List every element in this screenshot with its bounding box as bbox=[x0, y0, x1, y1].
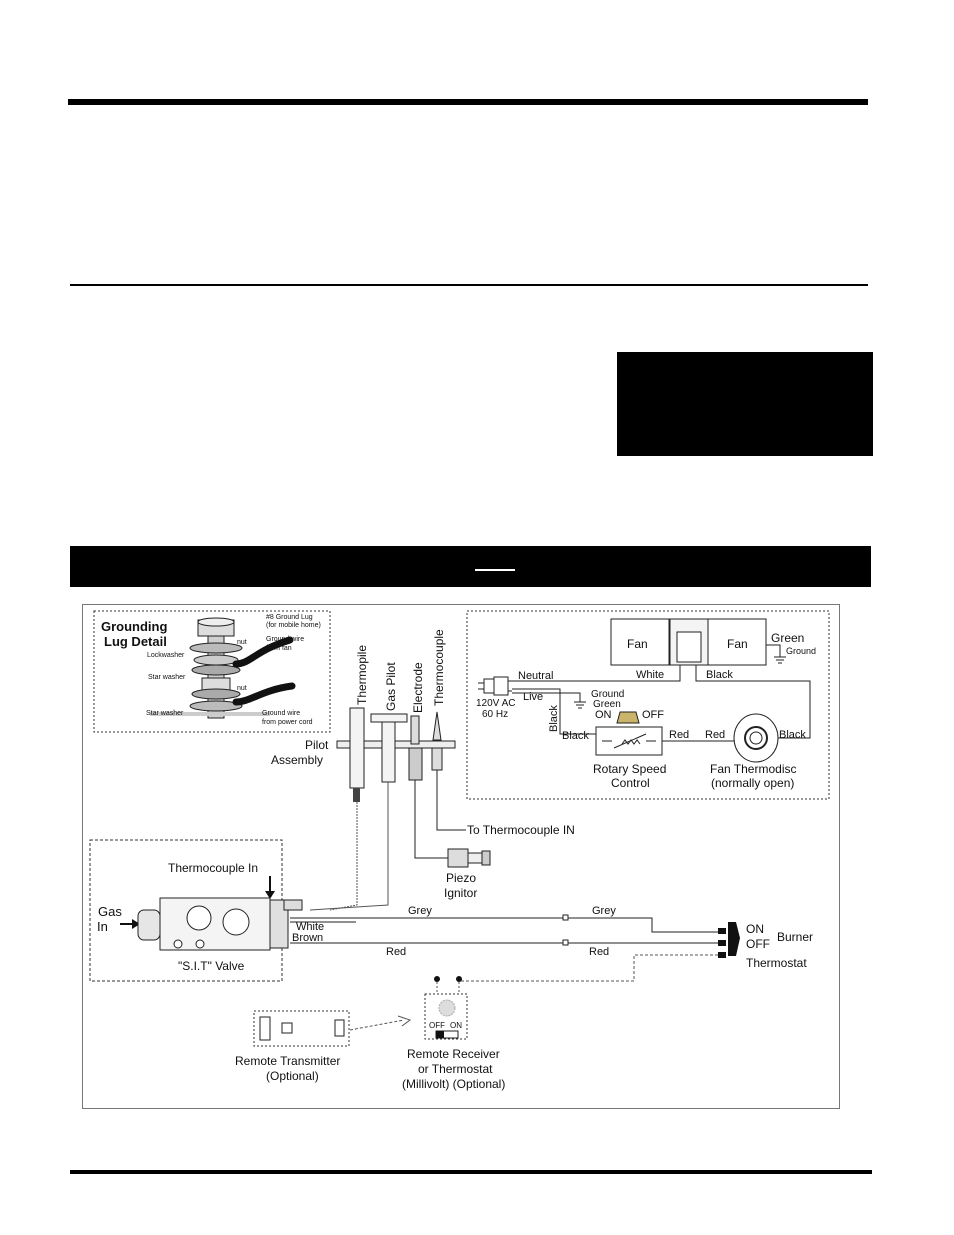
black-notice-box bbox=[617, 352, 873, 456]
piezo-label-1: Piezo bbox=[446, 871, 476, 885]
fan-thermodisc-icon bbox=[733, 713, 779, 763]
receiver-label-2: or Thermostat bbox=[418, 1062, 493, 1076]
heading-underline bbox=[475, 569, 515, 571]
power-plug-icon bbox=[478, 676, 512, 696]
nut-label-1: nut bbox=[237, 639, 247, 646]
rotary-label-2: Control bbox=[611, 776, 650, 790]
valve-brown-label: Brown bbox=[292, 932, 323, 944]
white-label: White bbox=[636, 669, 664, 681]
pilot-assembly-label-2: Assembly bbox=[271, 753, 323, 767]
receiver-label-1: Remote Receiver bbox=[407, 1047, 500, 1061]
live-label: Live bbox=[523, 691, 543, 703]
gas-in-label-2: In bbox=[97, 919, 108, 934]
power-label-2: 60 Hz bbox=[482, 709, 508, 720]
rotary-label-1: Rotary Speed bbox=[593, 762, 666, 776]
wire-fan-label-2: from fan bbox=[266, 645, 292, 652]
valve-white-label: White bbox=[296, 921, 324, 933]
thermodisc-label-1: Fan Thermodisc bbox=[710, 762, 796, 776]
ground-lug-icon bbox=[150, 617, 296, 719]
lockwasher-label: Lockwasher bbox=[147, 652, 185, 659]
ground-green-label-2: Green bbox=[593, 699, 621, 710]
receiver-label-3: (Millivolt) (Optional) bbox=[402, 1077, 505, 1091]
rotary-speed-control-icon bbox=[595, 711, 663, 756]
remote-section: Remote Transmitter (Optional) OFF ON Rem… bbox=[235, 976, 505, 1091]
grounding-title-1: Grounding bbox=[101, 619, 167, 634]
grey-label-2: Grey bbox=[592, 905, 616, 917]
red-label-1: Red bbox=[669, 729, 689, 741]
receiver-off-label: OFF bbox=[429, 1021, 445, 1030]
top-heavy-rule bbox=[68, 99, 868, 105]
fan-left-label: Fan bbox=[627, 637, 648, 651]
switch-off-label: OFF bbox=[642, 709, 664, 721]
gas-pilot-label: Gas Pilot bbox=[384, 662, 398, 711]
grounding-title-2: Lug Detail bbox=[104, 634, 167, 649]
green-label: Green bbox=[771, 631, 804, 645]
piezo-label-2: Ignitor bbox=[444, 886, 477, 900]
grey-label-1: Grey bbox=[408, 905, 432, 917]
neutral-label: Neutral bbox=[518, 670, 553, 682]
wire-cord-label-2: from power cord bbox=[262, 719, 313, 726]
thermocouple-label: Thermocouple bbox=[432, 629, 446, 706]
thermostat-off-label: OFF bbox=[746, 937, 770, 951]
pilot-assembly-label-1: Pilot bbox=[305, 738, 329, 752]
red-label-2: Red bbox=[705, 729, 725, 741]
black-top-label: Black bbox=[706, 669, 733, 681]
transmitter-label-1: Remote Transmitter bbox=[235, 1054, 340, 1068]
red-label-a: Red bbox=[386, 946, 406, 958]
black-vertical-label: Black bbox=[548, 705, 560, 732]
burner-label: Burner bbox=[777, 930, 813, 944]
valve-body-icon bbox=[137, 897, 303, 951]
sit-valve: Thermocouple In Gas In White Brown "S.I.… bbox=[89, 839, 718, 982]
fan-circuit: Fan Fan Green Ground Neutral White Black… bbox=[466, 610, 830, 800]
red-label-b: Red bbox=[589, 946, 609, 958]
receiver-on-label: ON bbox=[450, 1021, 462, 1030]
grounding-lug-detail: Grounding Lug Detail nut nut Lockwasher … bbox=[93, 610, 331, 733]
nut-label-2: nut bbox=[237, 685, 247, 692]
to-thermocouple-in-label: To Thermocouple IN bbox=[467, 823, 575, 837]
remote-transmitter-icon bbox=[259, 1016, 345, 1041]
valve-name-label: "S.I.T" Valve bbox=[178, 959, 245, 973]
piezo-ignitor-icon bbox=[447, 848, 491, 868]
fan-right-label: Fan bbox=[727, 637, 748, 651]
thermostat-on-label: ON bbox=[746, 922, 764, 936]
wire-fan-label-1: Ground wire bbox=[266, 636, 304, 643]
thin-rule bbox=[70, 284, 868, 286]
thermocouple-in-label: Thermocouple In bbox=[168, 861, 258, 875]
electrode-label: Electrode bbox=[411, 662, 425, 713]
lug-label-2: (for mobile home) bbox=[266, 622, 321, 629]
pilot-assembly: Thermopile Gas Pilot Electrode Thermocou… bbox=[271, 629, 575, 911]
thermopile-label: Thermopile bbox=[355, 645, 369, 705]
wire-cord-label-1: Ground wire bbox=[262, 710, 300, 717]
remote-receiver-icon bbox=[435, 999, 459, 1039]
gas-in-label-1: Gas bbox=[98, 904, 122, 919]
black-switch-label: Black bbox=[562, 730, 589, 742]
burner-thermostat: ON OFF Burner Thermostat bbox=[460, 922, 813, 982]
lug-label-1: #8 Ground Lug bbox=[266, 614, 313, 621]
star-washer-label-2: Star washer bbox=[146, 710, 184, 717]
black-right-label: Black bbox=[779, 729, 806, 741]
power-label-1: 120V AC bbox=[476, 698, 515, 709]
thermostat-label: Thermostat bbox=[746, 956, 807, 970]
star-washer-label-1: Star washer bbox=[148, 674, 186, 681]
ground-green-label-1: Ground bbox=[591, 689, 624, 700]
section-heading-bar bbox=[70, 546, 871, 587]
fan-ground-label: Ground bbox=[786, 646, 816, 656]
switch-on-label: ON bbox=[595, 709, 612, 721]
thermodisc-label-2: (normally open) bbox=[711, 776, 794, 790]
bottom-heavy-rule bbox=[70, 1170, 872, 1174]
transmitter-label-2: (Optional) bbox=[266, 1069, 319, 1083]
